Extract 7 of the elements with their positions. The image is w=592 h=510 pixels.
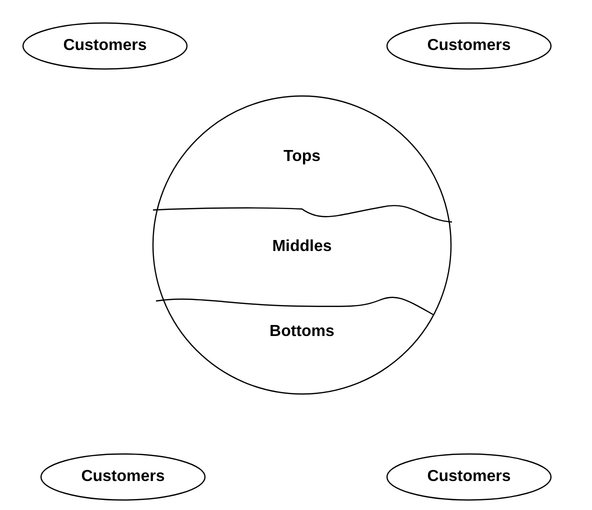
node-label: Customers: [62, 37, 148, 55]
band-label: Bottoms: [268, 323, 336, 341]
node-label: Customers: [426, 468, 512, 486]
band-label: Middles: [271, 238, 333, 256]
node-label: Customers: [426, 37, 512, 55]
band-label: Tops: [282, 148, 322, 166]
node-label: Customers: [80, 468, 166, 486]
